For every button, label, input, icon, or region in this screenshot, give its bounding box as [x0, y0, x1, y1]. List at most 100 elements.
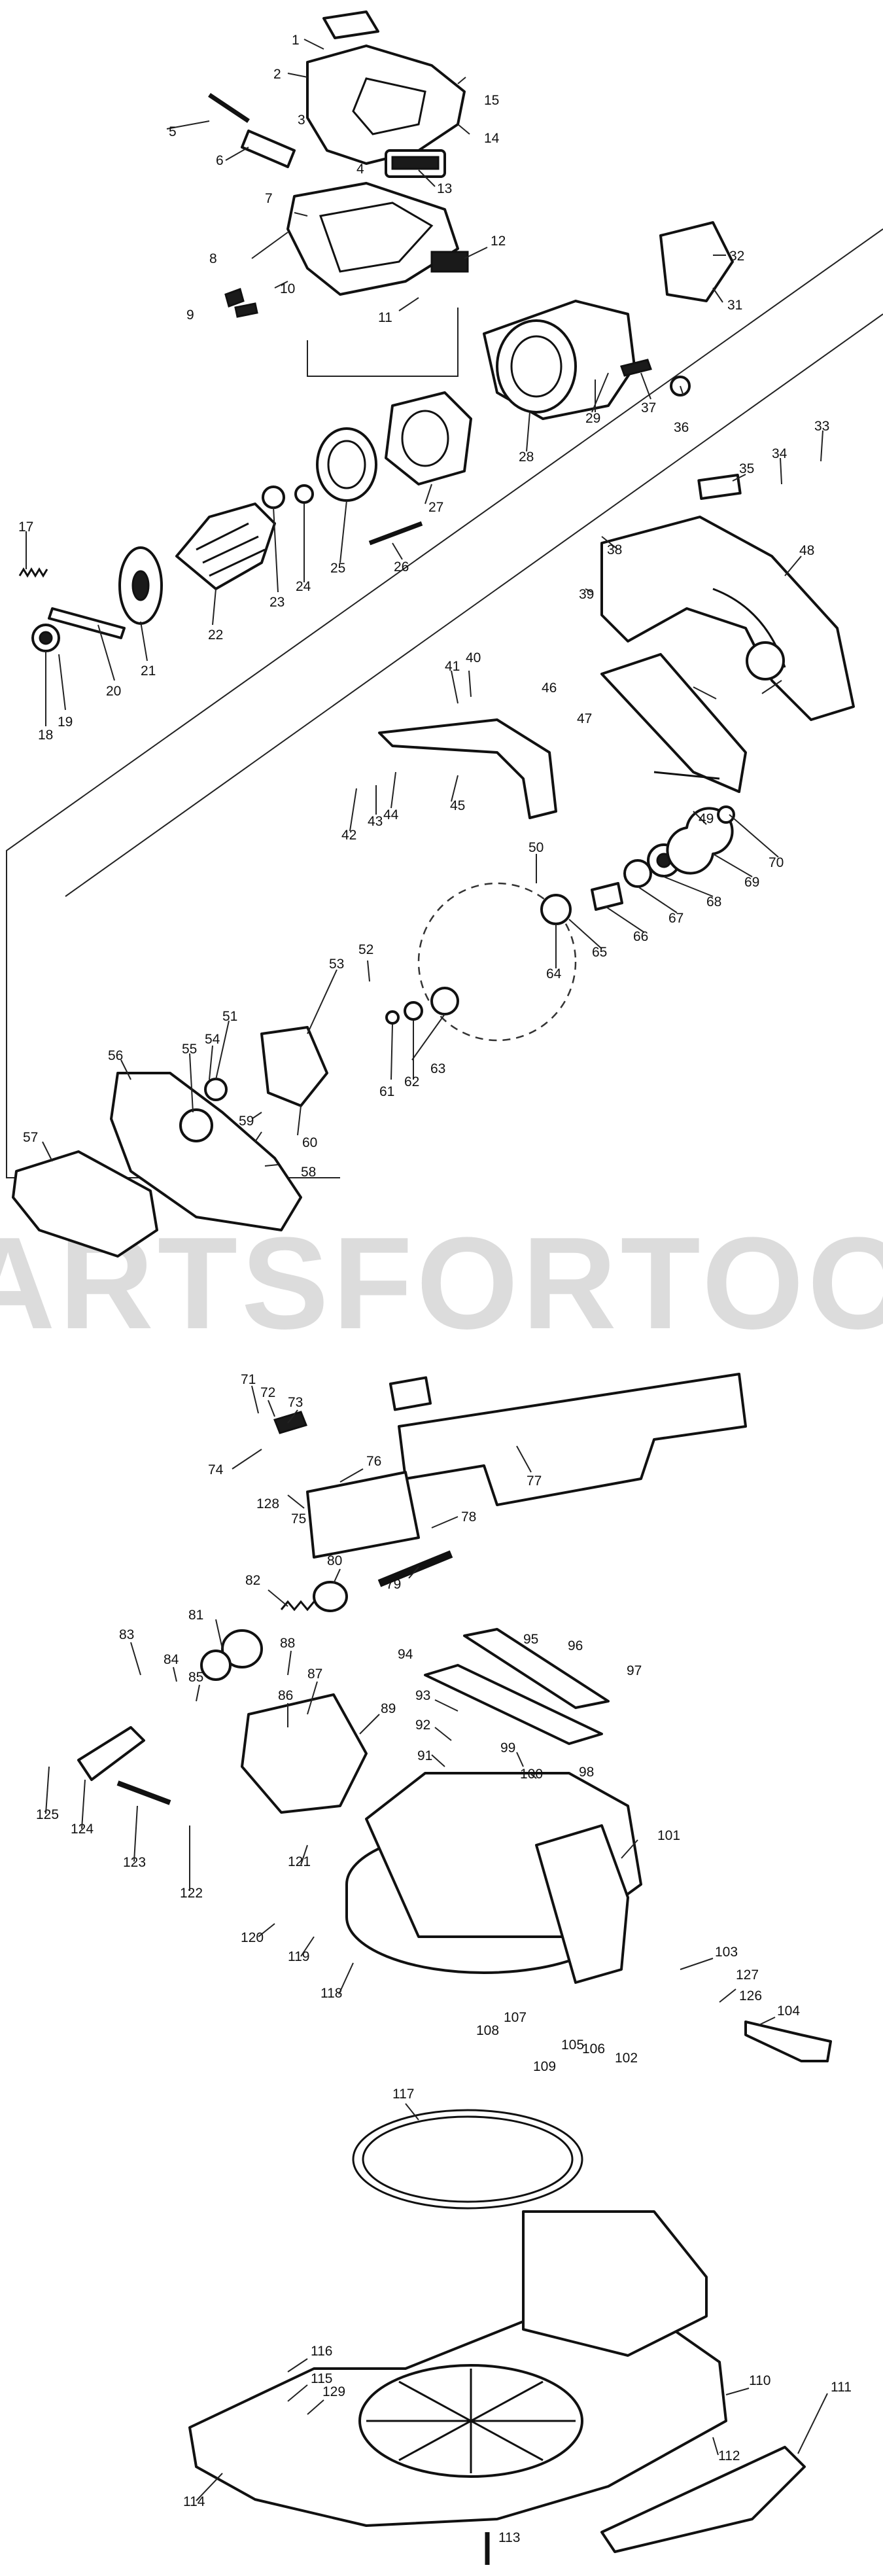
leader-lines-lower	[45, 1385, 828, 2501]
callout-71: 71	[241, 1372, 256, 1387]
callout-labels: 1 2 3 4 5 6 7 8 9 10 11 12 13 14 15 17 1…	[18, 33, 852, 2545]
saw-blade	[417, 882, 577, 1042]
callout-81: 81	[188, 1608, 203, 1623]
callout-97: 97	[627, 1663, 642, 1678]
callout-12: 12	[491, 234, 506, 249]
spindle-parts	[385, 805, 735, 1025]
callout-14: 14	[484, 131, 500, 146]
callout-121: 121	[288, 1854, 311, 1869]
fence-assembly	[273, 1373, 747, 1559]
callout-109: 109	[533, 2059, 556, 2074]
callout-2: 2	[273, 67, 281, 82]
callout-11: 11	[378, 310, 392, 325]
motor-housing	[18, 221, 734, 652]
callout-10: 10	[280, 281, 295, 296]
callout-89: 89	[381, 1701, 396, 1716]
callout-110: 110	[749, 2373, 770, 2388]
callout-57: 57	[23, 1130, 38, 1145]
callout-19: 19	[58, 715, 73, 730]
callout-59: 59	[239, 1114, 254, 1129]
callout-122: 122	[180, 1886, 203, 1901]
callout-17: 17	[18, 520, 33, 535]
callout-41: 41	[445, 659, 460, 674]
callout-35: 35	[739, 461, 754, 476]
callout-83: 83	[119, 1627, 134, 1642]
callout-64: 64	[546, 966, 562, 981]
callout-38: 38	[607, 542, 622, 557]
callout-84: 84	[164, 1652, 179, 1667]
callout-24: 24	[296, 579, 311, 594]
callout-77: 77	[527, 1473, 542, 1489]
handle-assembly	[208, 10, 469, 318]
callout-70: 70	[769, 855, 784, 870]
callout-91: 91	[417, 1748, 432, 1763]
callout-54: 54	[205, 1032, 220, 1047]
turntable-assembly	[77, 1550, 832, 2565]
callout-113: 113	[498, 2530, 520, 2545]
callout-129: 129	[322, 2384, 345, 2399]
callout-45: 45	[450, 798, 465, 813]
callout-18: 18	[38, 728, 53, 743]
callout-39: 39	[579, 587, 594, 602]
callout-94: 94	[398, 1647, 413, 1662]
callout-82: 82	[245, 1573, 260, 1588]
callout-21: 21	[141, 663, 156, 679]
callout-118: 118	[320, 1986, 342, 2001]
callout-72: 72	[260, 1385, 275, 1400]
callout-74: 74	[208, 1462, 224, 1477]
callout-26: 26	[394, 559, 409, 574]
callout-31: 31	[727, 298, 742, 313]
callout-95: 95	[523, 1632, 538, 1647]
callout-87: 87	[307, 1667, 322, 1682]
lower-guard	[12, 1026, 328, 1258]
callout-96: 96	[568, 1638, 583, 1653]
callout-108: 108	[476, 2023, 499, 2038]
callout-115: 115	[311, 2371, 332, 2386]
callout-60: 60	[302, 1135, 317, 1150]
callout-40: 40	[466, 650, 481, 665]
callout-13: 13	[437, 181, 452, 196]
callout-5: 5	[169, 124, 177, 139]
callout-53: 53	[329, 957, 344, 972]
callout-52: 52	[358, 942, 373, 957]
callout-75: 75	[291, 1511, 306, 1526]
callout-125: 125	[36, 1807, 59, 1822]
callout-92: 92	[415, 1718, 430, 1733]
callout-56: 56	[108, 1048, 123, 1063]
callout-80: 80	[327, 1553, 342, 1568]
callout-49: 49	[699, 811, 714, 826]
leader-lines	[26, 39, 823, 1167]
callout-98: 98	[579, 1765, 594, 1780]
callout-51: 51	[222, 1009, 237, 1024]
callout-42: 42	[341, 828, 356, 843]
callout-116: 116	[311, 2344, 332, 2359]
callout-22: 22	[208, 627, 223, 643]
callout-20: 20	[106, 684, 121, 699]
callout-114: 114	[183, 2494, 205, 2509]
callout-8: 8	[209, 251, 217, 266]
callout-68: 68	[706, 894, 721, 909]
callout-23: 23	[269, 595, 285, 610]
callout-111: 111	[831, 2380, 852, 2395]
callout-58: 58	[301, 1165, 316, 1180]
callout-6: 6	[216, 153, 224, 168]
callout-126: 126	[739, 1988, 762, 2003]
callout-93: 93	[415, 1688, 430, 1703]
callout-15: 15	[484, 93, 499, 108]
callout-50: 50	[528, 840, 544, 855]
callout-9: 9	[186, 308, 194, 323]
callout-65: 65	[592, 945, 607, 960]
callout-101: 101	[657, 1828, 680, 1843]
callout-104: 104	[777, 2003, 800, 2019]
callout-67: 67	[668, 911, 684, 926]
callout-7: 7	[265, 191, 273, 206]
callout-36: 36	[674, 420, 689, 435]
callout-117: 117	[392, 2087, 414, 2102]
callout-99: 99	[500, 1740, 515, 1756]
callout-73: 73	[288, 1395, 303, 1410]
callout-55: 55	[182, 1042, 197, 1057]
callout-28: 28	[519, 450, 534, 465]
callout-61: 61	[379, 1084, 394, 1099]
callout-1: 1	[292, 33, 300, 48]
